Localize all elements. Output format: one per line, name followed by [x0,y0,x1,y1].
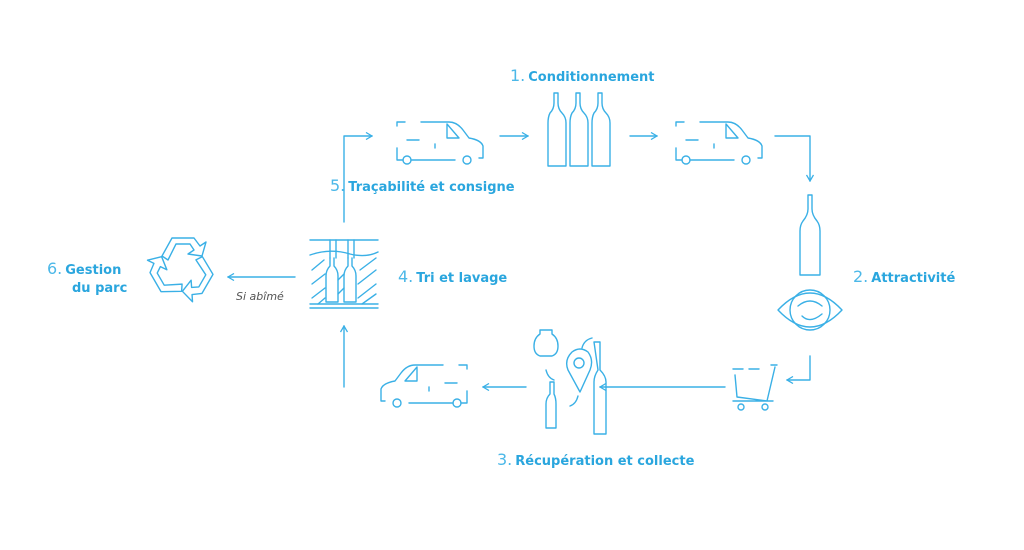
step-title: Attractivité [871,271,956,286]
step-title-line2: du parc [72,281,128,296]
step-number: 4. [398,267,414,286]
step-number: 1. [510,66,526,85]
step-title: Tri et lavage [416,271,508,286]
van-icon [396,121,484,165]
step-4-label: 4.Tri et lavage [398,268,507,288]
shopping-cart-icon [732,364,778,411]
step-5-label: 5.Traçabilité et consigne [330,177,515,197]
arrow-eye-to-cart [787,355,811,380]
three-bottles-icon [547,92,611,167]
washing-station-icon [309,239,379,309]
step-title: Récupération et collecte [515,454,695,469]
eye-icon [777,289,843,331]
step-number: 2. [853,267,869,286]
step-title: Gestion [65,263,122,278]
collection-point-icon [533,329,607,435]
step-3-label: 3.Récupération et collecte [497,451,694,471]
branch-note: Si abîmé [236,290,284,303]
recycle-icon [146,237,214,303]
bottle-icon [799,194,821,276]
flow-arrows [228,136,810,387]
step-number: 5. [330,176,346,195]
step-number: 3. [497,450,513,469]
arrow-van-to-shelf [774,135,810,181]
step-2-label: 2.Attractivité [853,268,955,288]
arrow-traceability-to-van [343,136,372,223]
step-number: 6. [47,259,63,278]
van-icon [675,121,763,165]
step-6-label: 6.Gestion du parc [47,260,127,298]
step-title: Traçabilité et consigne [348,180,515,195]
van-icon [380,364,468,408]
step-title: Conditionnement [528,70,655,85]
step-1-label: 1.Conditionnement [510,67,655,87]
